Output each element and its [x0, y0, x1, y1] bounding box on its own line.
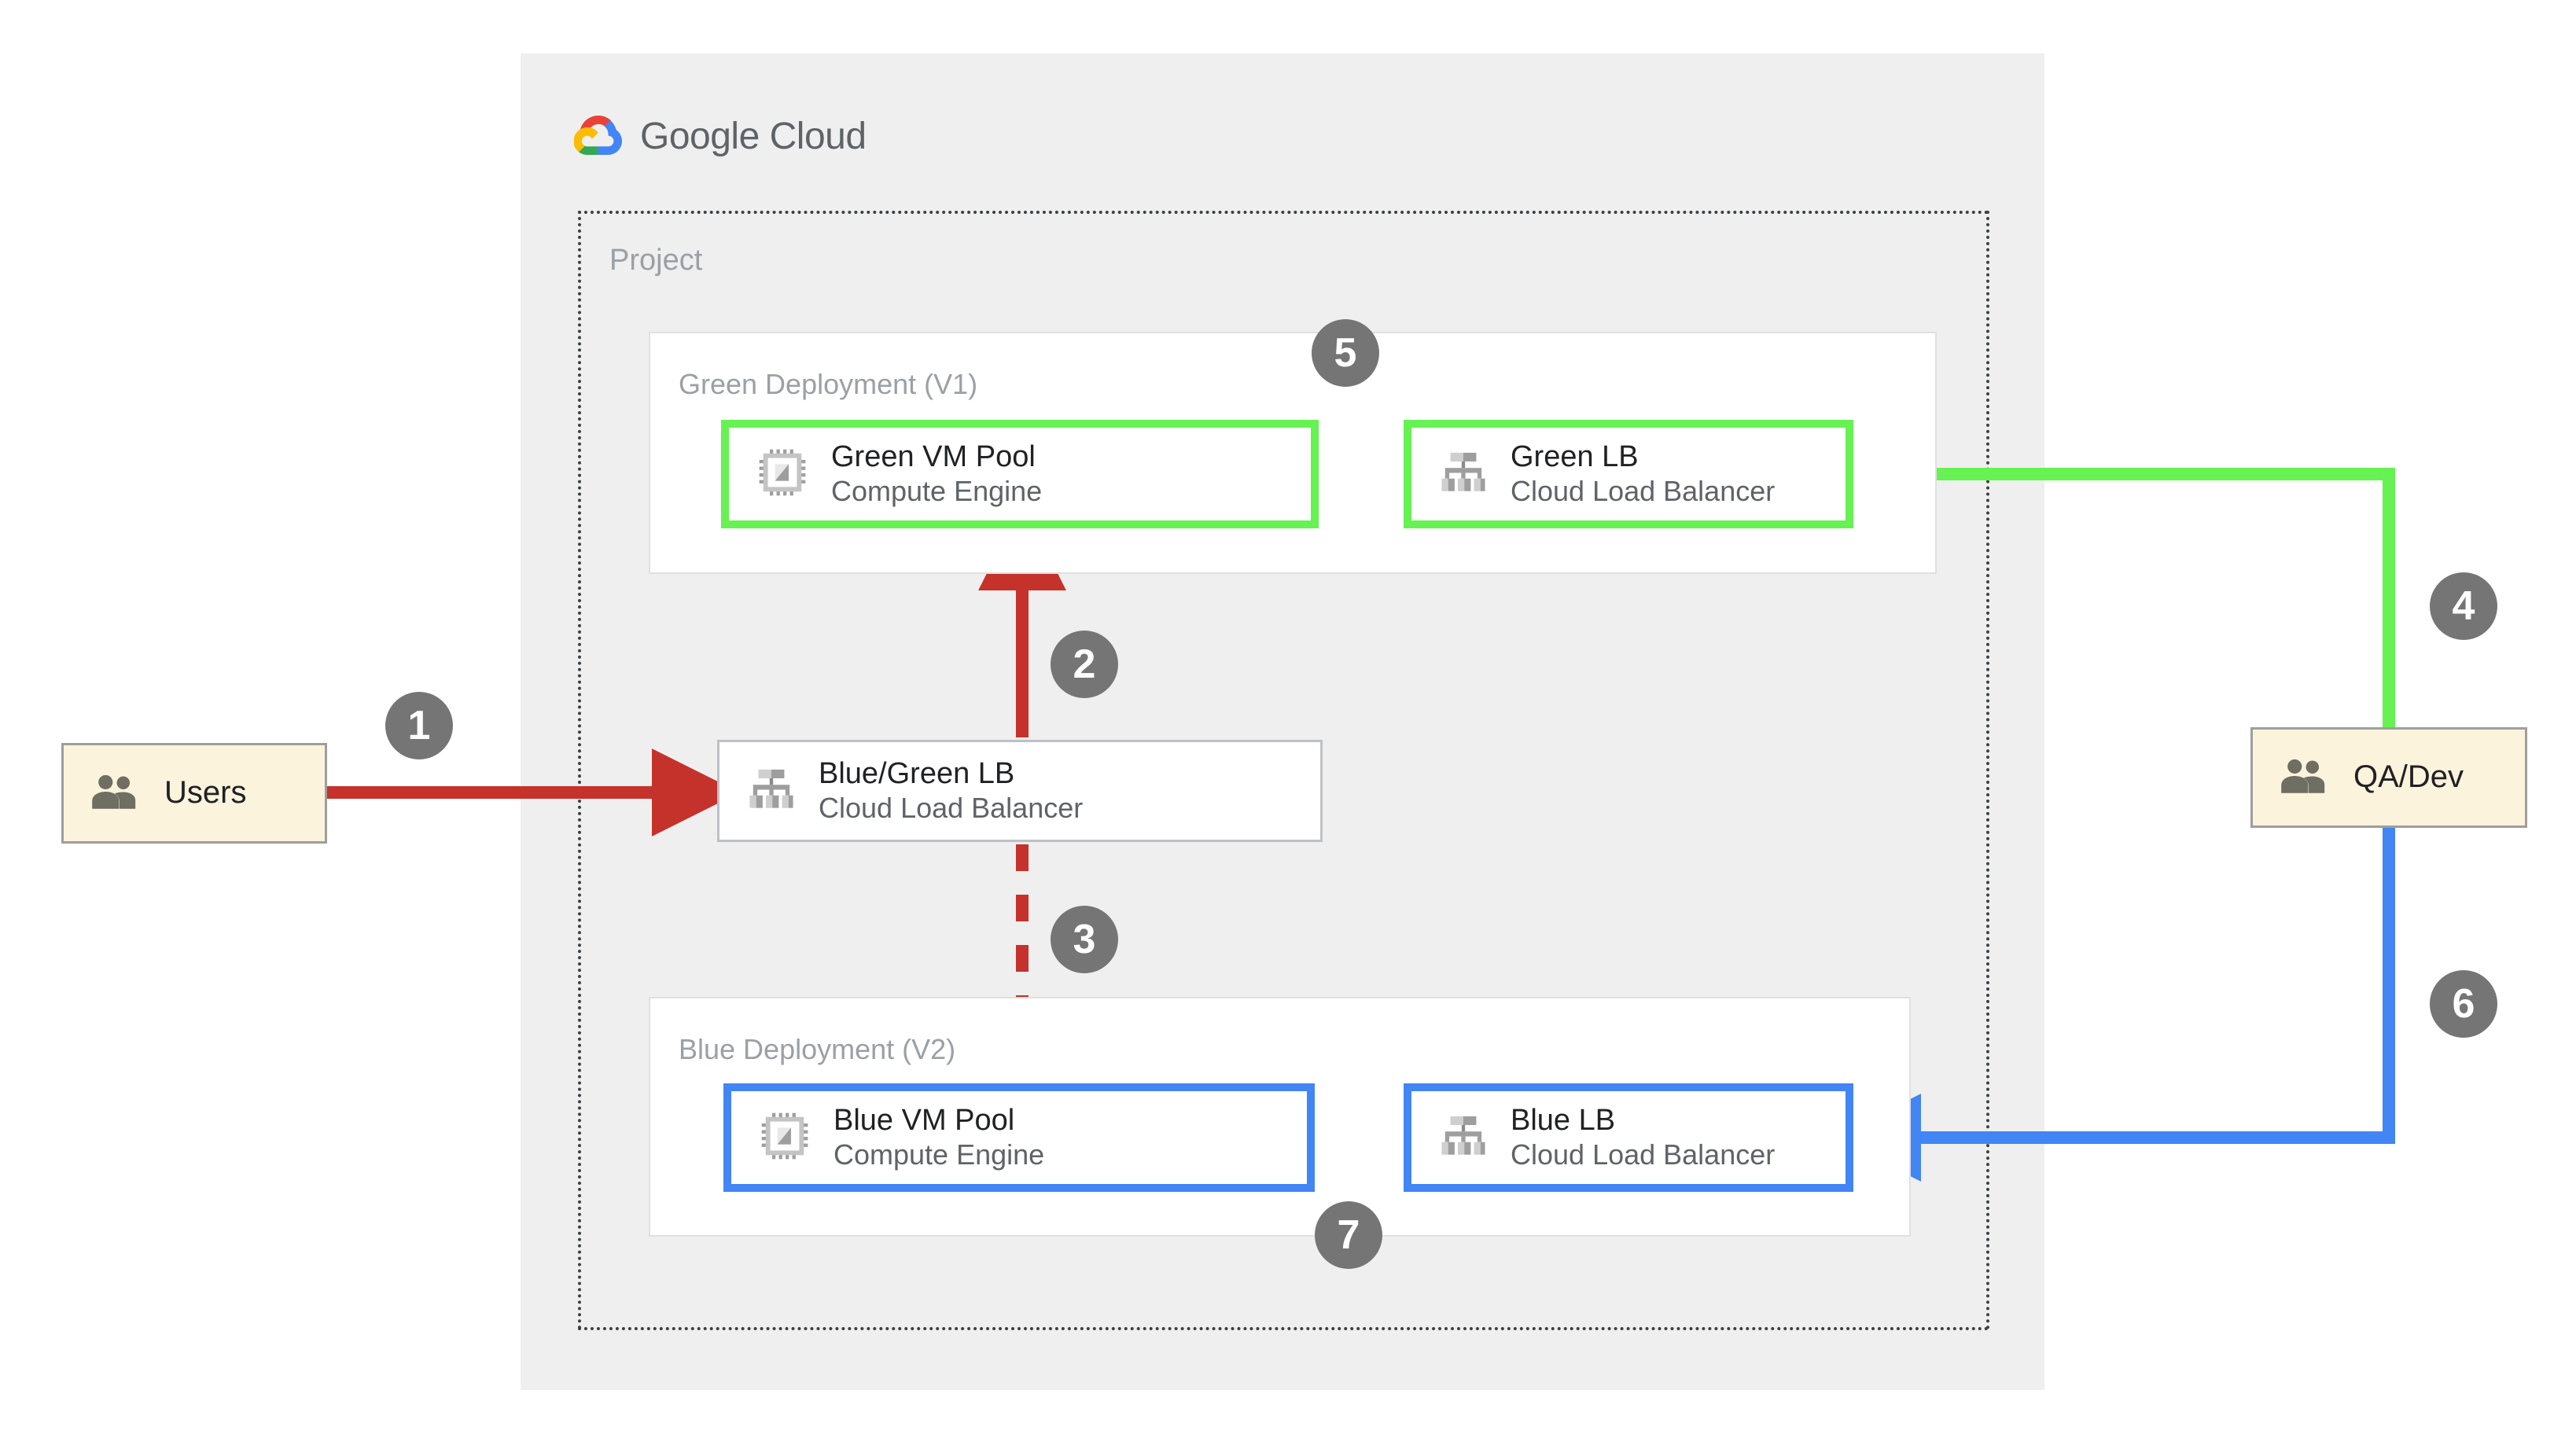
step-badge-2: 2 [1051, 631, 1118, 698]
cpu-chip-icon [757, 447, 808, 502]
node-subtitle: Cloud Load Balancer [1511, 475, 1776, 508]
actor-qa-dev[interactable]: QA/Dev [2250, 727, 2527, 828]
google-cloud-logo-icon [573, 113, 623, 160]
node-title: Green LB [1511, 440, 1639, 474]
actor-label: Users [164, 775, 247, 811]
node-subtitle: Cloud Load Balancer [819, 792, 1084, 825]
brand-cloud: Cloud [769, 115, 867, 157]
node-title: Blue VM Pool [834, 1104, 1015, 1138]
load-balancer-icon [748, 767, 795, 816]
load-balancer-icon [1440, 450, 1487, 499]
node-bluegreen-lb[interactable]: Blue/Green LB Cloud Load Balancer [717, 740, 1323, 842]
google-cloud-header: Google Cloud [573, 102, 983, 170]
node-title: Blue/Green LB [819, 757, 1015, 791]
brand-google: Google [640, 115, 760, 157]
step-badge-5: 5 [1312, 319, 1379, 387]
people-icon [2280, 757, 2331, 799]
node-title: Green VM Pool [831, 440, 1036, 474]
node-green-vm-pool[interactable]: Green VM Pool Compute Engine [721, 420, 1319, 528]
cpu-chip-icon [760, 1111, 810, 1165]
project-label: Project [609, 244, 703, 277]
node-subtitle: Cloud Load Balancer [1511, 1138, 1776, 1171]
node-blue-vm-pool[interactable]: Blue VM Pool Compute Engine [723, 1083, 1315, 1192]
step-badge-6: 6 [2430, 970, 2497, 1038]
green-deployment-label: Green Deployment (V1) [679, 368, 978, 400]
actor-label: QA/Dev [2353, 759, 2464, 795]
step-badge-1: 1 [385, 692, 453, 759]
project-boundary [578, 211, 1989, 1330]
step-badge-4: 4 [2430, 572, 2497, 640]
google-cloud-wordmark: Google Cloud [640, 115, 867, 158]
step-badge-3: 3 [1051, 906, 1118, 973]
node-blue-lb[interactable]: Blue LB Cloud Load Balancer [1404, 1083, 1853, 1192]
load-balancer-icon [1440, 1113, 1487, 1163]
step-badge-7: 7 [1315, 1201, 1382, 1269]
node-subtitle: Compute Engine [834, 1138, 1045, 1171]
node-subtitle: Compute Engine [831, 475, 1043, 508]
people-icon [90, 773, 142, 814]
node-title: Blue LB [1511, 1104, 1616, 1138]
node-green-lb[interactable]: Green LB Cloud Load Balancer [1404, 420, 1853, 528]
blue-deployment-label: Blue Deployment (V2) [679, 1033, 956, 1065]
actor-users[interactable]: Users [61, 743, 327, 844]
